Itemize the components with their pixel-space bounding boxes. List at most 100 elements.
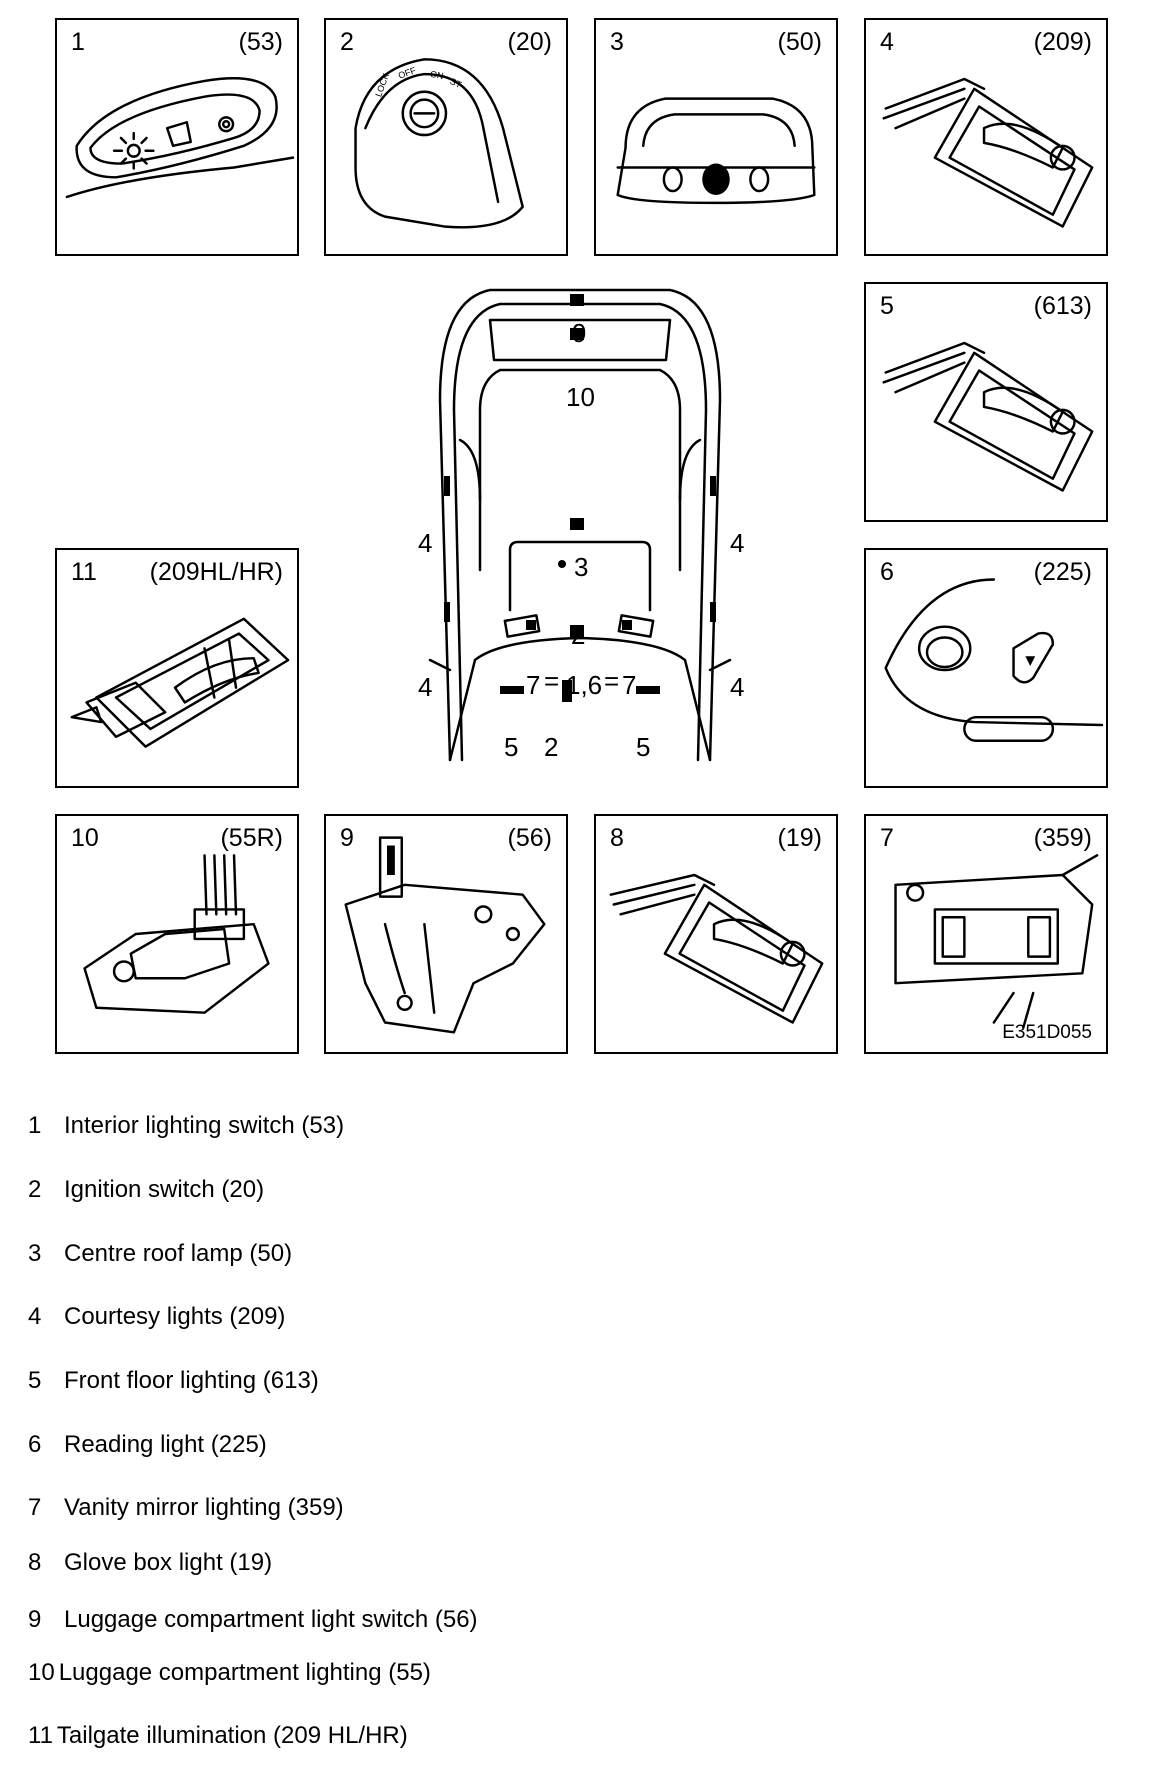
panel-number: 2 xyxy=(340,28,354,56)
legend-item-4: 4 Courtesy lights (209) xyxy=(28,1303,285,1331)
car-label-4-left-bottom: 4 xyxy=(418,672,433,702)
marker-7-left xyxy=(526,620,536,630)
luggage-compartment-light-drawing xyxy=(83,854,270,1014)
panel-centre-roof-lamp: 3 (50) xyxy=(594,18,838,256)
panel-code: (209) xyxy=(1033,28,1092,56)
tailgate-illumination-drawing xyxy=(70,617,290,748)
marker-4-tr xyxy=(710,476,716,496)
panel-code: (613) xyxy=(1033,292,1092,320)
marker-2 xyxy=(562,680,572,702)
marker-4-bl xyxy=(444,602,450,622)
legend-number: 7 xyxy=(28,1494,42,1521)
legend-number: 3 xyxy=(28,1240,42,1267)
panel-code: (359) xyxy=(1033,824,1092,852)
panel-number: 9 xyxy=(340,824,354,852)
legend-number: 2 xyxy=(28,1176,42,1203)
car-label-4-right-bottom: 4 xyxy=(730,672,745,702)
car-label-3: 3 xyxy=(574,552,589,582)
panel-code: (53) xyxy=(238,28,283,56)
panel-code: (50) xyxy=(777,28,822,56)
vanity-mirror-drawing xyxy=(894,854,1099,1029)
legend-text: Tailgate illumination (209 HL/HR) xyxy=(56,1722,408,1749)
panel-code: (56) xyxy=(507,824,552,852)
panel-tailgate-illumination: 11 (209HL/HR) xyxy=(55,548,299,788)
legend-text: Front floor lighting (613) xyxy=(64,1367,319,1394)
panel-number: 10 xyxy=(71,824,99,852)
legend-text: Ignition switch (20) xyxy=(64,1176,265,1203)
legend-text: Interior lighting switch (53) xyxy=(64,1112,345,1139)
car-label-4-left-top: 4 xyxy=(418,528,433,558)
ignition-on-text: ON xyxy=(429,68,445,82)
car-top-view-diagram xyxy=(428,288,732,762)
marker-9 xyxy=(570,294,584,306)
car-label-5-left: 5 xyxy=(504,732,519,762)
legend-number: 6 xyxy=(28,1431,42,1458)
legend-number: 5 xyxy=(28,1367,42,1394)
ignition-switch-drawing xyxy=(354,58,524,229)
legend-text: Courtesy lights (209) xyxy=(64,1303,286,1330)
panel-luggage-compartment-lighting: 10 (55R) xyxy=(55,814,299,1054)
panel-code: (209HL/HR) xyxy=(149,558,283,586)
glove-box-light-drawing xyxy=(609,873,824,1024)
legend-item-3: 3 Centre roof lamp (50) xyxy=(28,1240,292,1268)
panel-number: 5 xyxy=(880,292,894,320)
panel-interior-lighting-switch: 1 (53) xyxy=(55,18,299,256)
car-label-equals-left: = xyxy=(544,666,560,696)
marker-5-left xyxy=(500,686,524,694)
car-label-9: 9 xyxy=(572,318,587,348)
car-label-1-6: 1,6 xyxy=(566,670,603,700)
panel-code: (19) xyxy=(777,824,822,852)
luggage-light-switch-drawing xyxy=(344,836,546,1034)
car-label-2: 2 xyxy=(544,732,559,762)
panel-number: 4 xyxy=(880,28,894,56)
legend-item-8: 8 Glove box light (19) xyxy=(28,1549,272,1577)
legend-item-6: 6 Reading light (225) xyxy=(28,1431,267,1459)
legend-number: 11 xyxy=(28,1722,53,1749)
car-label-10: 10 xyxy=(566,382,595,412)
panel-luggage-compartment-light-switch: 9 (56) xyxy=(324,814,568,1054)
legend-item-9: 9 Luggage compartment light switch (56) xyxy=(28,1606,478,1634)
legend-number: 8 xyxy=(28,1549,42,1576)
legend-text: Luggage compartment lighting (55) xyxy=(58,1659,431,1686)
legend-text: Centre roof lamp (50) xyxy=(64,1240,293,1267)
panel-reading-light: 6 (225) xyxy=(864,548,1108,788)
panel-number: 7 xyxy=(880,824,894,852)
marker-7-right xyxy=(622,620,632,630)
marker-2-dot xyxy=(558,560,566,568)
legend-text: Reading light (225) xyxy=(64,1431,267,1458)
legend-number: 4 xyxy=(28,1303,42,1330)
panel-vanity-mirror-lighting: 7 (359) E351D055 xyxy=(864,814,1108,1054)
panel-number: 6 xyxy=(880,558,894,586)
legend-text: Luggage compartment light switch (56) xyxy=(64,1606,478,1633)
panel-ignition-switch: LOCK OFF ON ST 2 (20) xyxy=(324,18,568,256)
figure-reference: E351D055 xyxy=(1002,1022,1092,1043)
panel-number: 1 xyxy=(71,28,85,56)
marker-3 xyxy=(570,518,584,530)
legend-text: Glove box light (19) xyxy=(64,1549,273,1576)
car-label-2-dot: 2 xyxy=(571,620,586,650)
marker-4-tl xyxy=(444,476,450,496)
marker-5-right xyxy=(636,686,660,694)
marker-10 xyxy=(570,328,584,340)
centre-roof-lamp-drawing xyxy=(616,97,816,205)
panel-code: (55R) xyxy=(220,824,283,852)
panel-courtesy-lights: 4 (209) xyxy=(864,18,1108,256)
legend-text: Vanity mirror lighting (359) xyxy=(64,1494,344,1521)
marker-1-6 xyxy=(570,625,584,639)
panel-number: 8 xyxy=(610,824,624,852)
car-label-4-right-top: 4 xyxy=(730,528,745,558)
panel-glove-box-light: 8 (19) xyxy=(594,814,838,1054)
car-label-5-right: 5 xyxy=(636,732,651,762)
car-label-equals-right: = xyxy=(604,666,620,696)
legend-number: 9 xyxy=(28,1606,42,1633)
legend-number: 10 xyxy=(28,1659,55,1686)
legend-item-5: 5 Front floor lighting (613) xyxy=(28,1367,319,1395)
courtesy-light-drawing xyxy=(882,77,1094,228)
interior-lighting-switch-drawing xyxy=(65,77,295,199)
panel-code: (20) xyxy=(507,28,552,56)
panel-number: 3 xyxy=(610,28,624,56)
panel-code: (225) xyxy=(1033,558,1092,586)
